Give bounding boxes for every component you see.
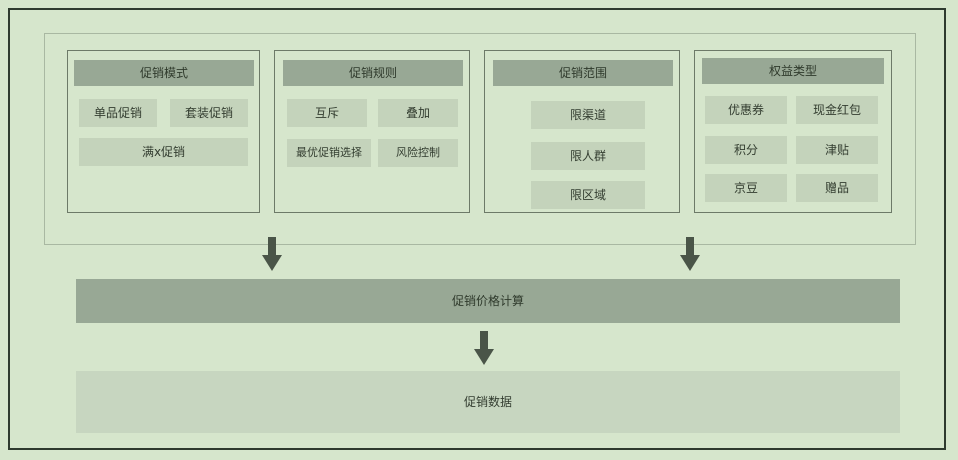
panel-title: 促销范围 — [493, 60, 673, 86]
down-arrow-icon — [262, 237, 282, 271]
panel-promotion-mode: 促销模式 单品促销 套装促销 满x促销 — [67, 50, 260, 213]
panel-title: 促销模式 — [74, 60, 254, 86]
cell-single-item: 单品促销 — [79, 99, 157, 127]
cell-risk-control: 风险控制 — [378, 139, 458, 167]
cell-coupon: 优惠券 — [705, 96, 787, 124]
cell-jingdou: 京豆 — [705, 174, 787, 202]
cell-gift: 赠品 — [796, 174, 878, 202]
down-arrow-icon — [680, 237, 700, 271]
panel-title: 促销规则 — [283, 60, 463, 86]
cell-best-choice: 最优促销选择 — [287, 139, 371, 167]
down-arrow-icon — [474, 331, 494, 365]
panel-promotion-rules: 促销规则 互斥 叠加 最优促销选择 风险控制 — [274, 50, 470, 213]
panel-benefit-types: 权益类型 优惠券 现金红包 积分 津贴 京豆 赠品 — [694, 50, 892, 213]
panel-title: 权益类型 — [702, 58, 884, 84]
diagram-frame — [8, 8, 946, 450]
cell-bundle: 套装促销 — [170, 99, 248, 127]
cell-allowance: 津贴 — [796, 136, 878, 164]
cell-region: 限区域 — [531, 181, 645, 209]
cell-channel: 限渠道 — [531, 101, 645, 129]
price-calculation-bar: 促销价格计算 — [76, 279, 900, 323]
promotion-config-group — [44, 33, 916, 245]
cell-cash-redpacket: 现金红包 — [796, 96, 878, 124]
cell-mutex: 互斥 — [287, 99, 367, 127]
cell-stack: 叠加 — [378, 99, 458, 127]
promotion-data-bar: 促销数据 — [76, 371, 900, 433]
cell-points: 积分 — [705, 136, 787, 164]
cell-full-x: 满x促销 — [79, 138, 248, 166]
cell-audience: 限人群 — [531, 142, 645, 170]
panel-promotion-scope: 促销范围 限渠道 限人群 限区域 — [484, 50, 680, 213]
